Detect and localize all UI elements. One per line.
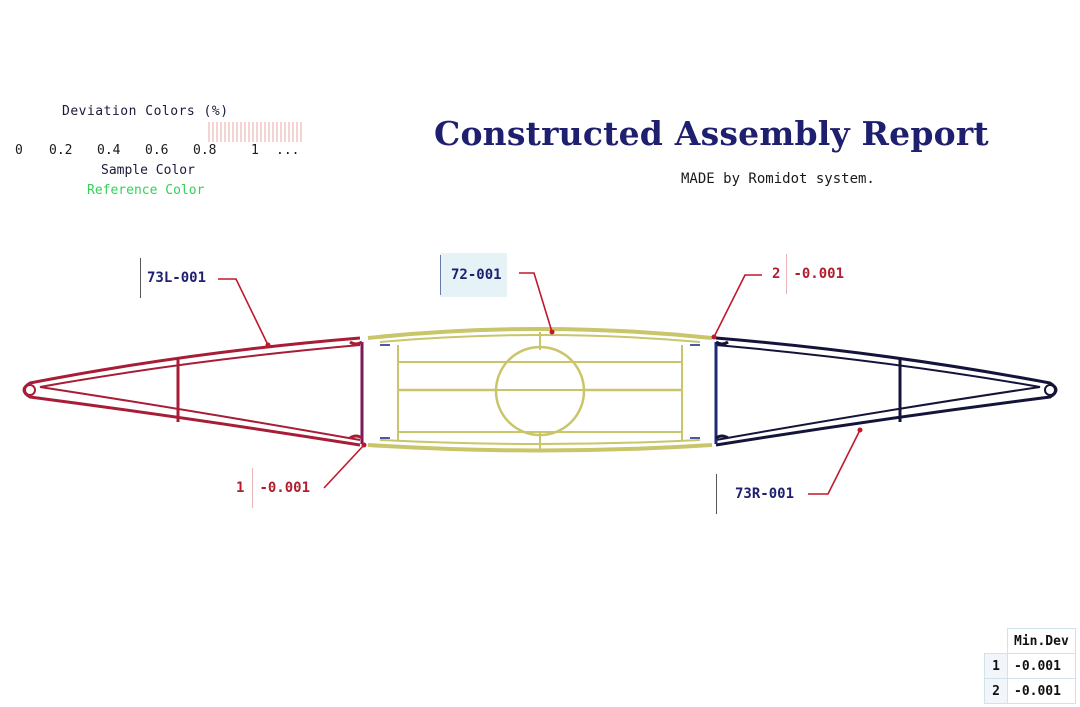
sample-color-label: Sample Color <box>101 163 195 178</box>
legend-tick: 0.4 <box>97 143 121 158</box>
legend-tick: 0.8 <box>193 143 217 158</box>
table-row-id: 2 <box>984 678 1008 704</box>
callout-deviation-2-value: -0.001 <box>793 266 845 282</box>
leader-endpoint <box>549 329 555 335</box>
right-part-73r <box>714 336 1058 447</box>
table-header-row: Min.Dev <box>985 628 1076 654</box>
legend-tick: 0 <box>15 143 23 158</box>
callout-72[interactable]: 72-001 <box>440 253 507 297</box>
leader-endpoint <box>711 334 717 340</box>
callout-deviation-2-id: 2 <box>772 266 781 282</box>
leader-endpoint <box>857 427 863 433</box>
table-row-id: 1 <box>984 653 1008 679</box>
left-part-73l <box>22 336 364 447</box>
connector-clips <box>380 344 700 439</box>
callout-72-label: 72-001 <box>451 267 502 283</box>
callout-73l[interactable]: 73L-001 <box>140 258 213 298</box>
reference-color-label: Reference Color <box>87 183 205 198</box>
table-header-min-dev: Min.Dev <box>1007 628 1076 654</box>
leader-lines <box>218 272 861 495</box>
table-row-value: -0.001 <box>1007 653 1076 679</box>
legend-tick: ... <box>276 143 300 158</box>
callout-73r[interactable]: 73R-001 <box>716 474 799 514</box>
leader-endpoint <box>361 442 367 448</box>
report-title: Constructed Assembly Report <box>434 114 989 153</box>
table-row-value: -0.001 <box>1007 678 1076 704</box>
callout-73r-label: 73R-001 <box>735 486 795 502</box>
leader-endpoint <box>265 342 271 348</box>
legend-tick: 1 <box>251 143 259 158</box>
center-part-72 <box>367 327 713 453</box>
table-row[interactable]: 1 -0.001 <box>984 653 1076 679</box>
legend-color-bar <box>208 122 304 142</box>
report-subtitle: MADE by Romidot system. <box>681 171 875 187</box>
callout-deviation-1[interactable]: 1 -0.001 <box>232 468 317 508</box>
callout-deviation-1-value: -0.001 <box>259 480 311 496</box>
legend-tick: 0.2 <box>49 143 73 158</box>
legend-tick: 0.6 <box>145 143 169 158</box>
table-row[interactable]: 2 -0.001 <box>984 678 1076 704</box>
legend-title: Deviation Colors (%) <box>62 104 229 119</box>
callout-73l-label: 73L-001 <box>147 270 207 286</box>
callout-deviation-1-id: 1 <box>236 480 245 496</box>
callout-deviation-2[interactable]: 2 -0.001 <box>768 254 851 294</box>
deviation-table: Min.Dev 1 -0.001 2 -0.001 <box>984 628 1076 704</box>
